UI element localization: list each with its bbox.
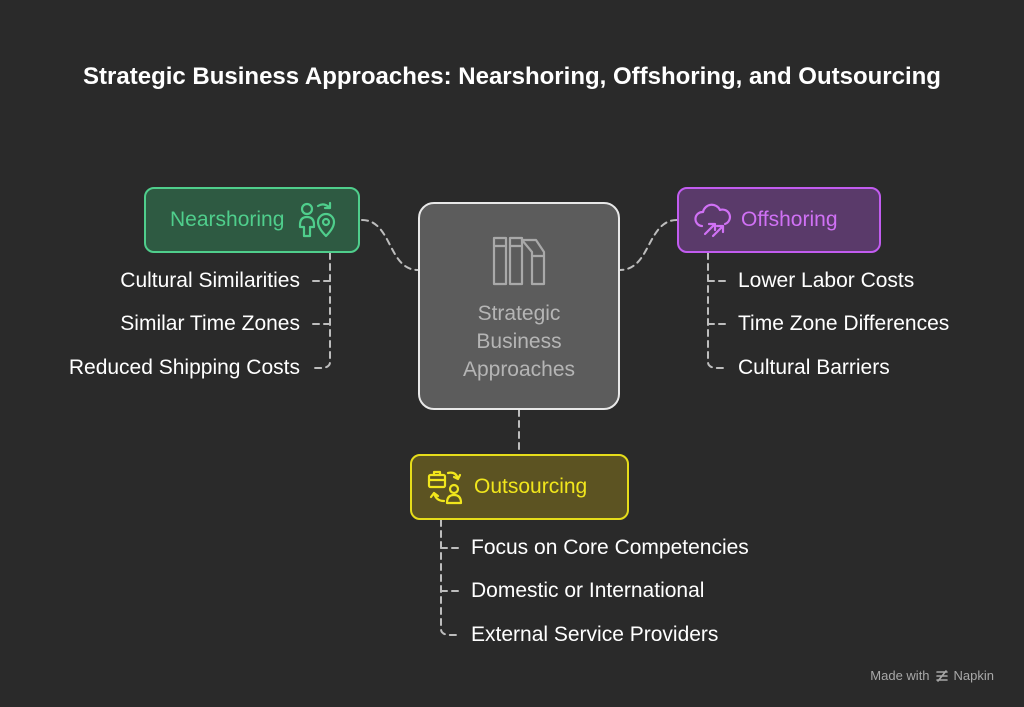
person-location-icon [299,201,336,238]
center-label: Strategic Business Approaches [462,302,576,381]
diagram-title: Strategic Business Approaches: Nearshori… [83,63,941,90]
nearshoring-item-1: Cultural Similarities [120,269,300,292]
offshoring-item-3: Cultural Barriers [738,356,890,379]
cloud-arrows-icon [694,203,732,238]
napkin-logo-icon [935,669,948,682]
connector-offshoring [619,219,678,271]
branch-outsourcing [440,519,459,636]
outsourcing-item-1: Focus on Core Competencies [471,536,749,559]
nearshoring-node: Nearshoring [144,187,360,253]
offshoring-item-2: Time Zone Differences [738,312,950,335]
outsourcing-item-2: Domestic or International [471,579,705,602]
outsourcing-label: Outsourcing [474,475,588,498]
outsourcing-item-3: External Service Providers [471,623,719,646]
briefcase-person-icon [427,470,463,505]
outsourcing-node: Outsourcing [410,454,629,520]
offshoring-node: Offshoring [677,187,881,253]
made-with-napkin-footer: Made with Napkin [870,668,994,683]
offshoring-label: Offshoring [741,208,838,231]
nearshoring-item-2: Similar Time Zones [120,312,300,335]
branch-offshoring [707,252,726,369]
made-with-text: Made with [870,668,930,683]
books-icon [492,236,546,286]
napkin-brand-text: Napkin [953,668,994,683]
offshoring-item-1: Lower Labor Costs [738,269,915,292]
branch-nearshoring [312,252,331,369]
center-node: Strategic Business Approaches [418,202,620,410]
nearshoring-label: Nearshoring [170,208,285,231]
nearshoring-item-3: Reduced Shipping Costs [68,356,300,379]
connector-nearshoring [361,219,419,271]
